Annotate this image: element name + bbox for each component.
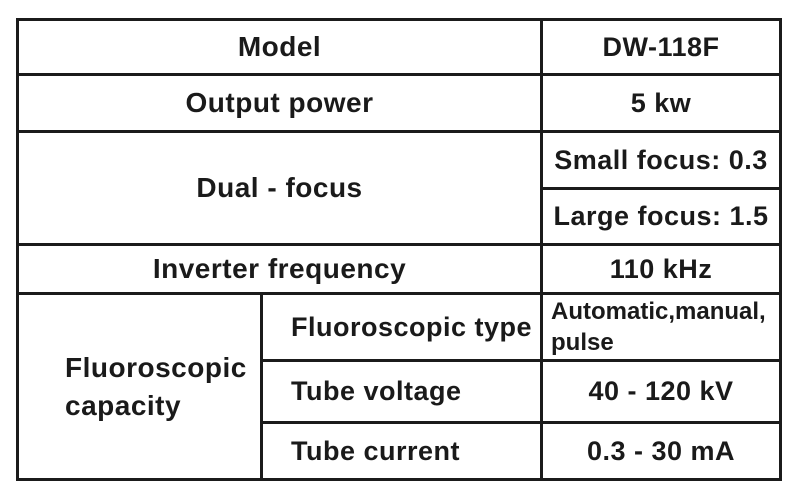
specification-table: Model DW-118F Output power 5 kw Dual - f… bbox=[15, 18, 783, 482]
fluoroscopic-type-label-cell: Fluoroscopic type bbox=[259, 291, 544, 363]
tube-current-value-cell: 0.3 - 30 mA bbox=[540, 421, 783, 482]
model-label-cell: Model bbox=[15, 18, 544, 76]
output-power-value-cell: 5 kw bbox=[540, 73, 783, 133]
tube-voltage-value-cell: 40 - 120 kV bbox=[540, 359, 783, 425]
table-row: Tube current 0.3 - 30 mA bbox=[18, 421, 783, 482]
table-row: Inverter frequency 110 kHz bbox=[15, 243, 783, 295]
inverter-frequency-value-cell: 110 kHz bbox=[540, 243, 783, 295]
table-row: Model DW-118F bbox=[15, 18, 783, 76]
table-row: Large focus: 1.5 bbox=[18, 187, 783, 246]
model-value-cell: DW-118F bbox=[540, 18, 783, 76]
table-row: Fluoroscopic capacity Fluoroscopic type … bbox=[16, 291, 783, 482]
fluoroscopic-capacity-label-cell: Fluoroscopic capacity bbox=[16, 291, 263, 482]
tube-voltage-label-cell: Tube voltage bbox=[259, 359, 544, 425]
output-power-label-cell: Output power bbox=[15, 73, 544, 133]
table-row: Output power 5 kw bbox=[15, 73, 783, 133]
fluoroscopic-type-value-cell: Automatic,manual, pulse bbox=[540, 291, 783, 363]
dual-focus-label-cell: Dual - focus bbox=[15, 130, 544, 246]
inverter-frequency-label-cell: Inverter frequency bbox=[15, 243, 544, 295]
large-focus-value-cell: Large focus: 1.5 bbox=[540, 187, 783, 246]
tube-current-label-cell: Tube current bbox=[259, 421, 544, 482]
table-row: Tube voltage 40 - 120 kV bbox=[18, 359, 783, 425]
table-row: Dual - focus Small focus: 0.3 bbox=[15, 130, 783, 246]
small-focus-value-cell: Small focus: 0.3 bbox=[540, 130, 783, 190]
